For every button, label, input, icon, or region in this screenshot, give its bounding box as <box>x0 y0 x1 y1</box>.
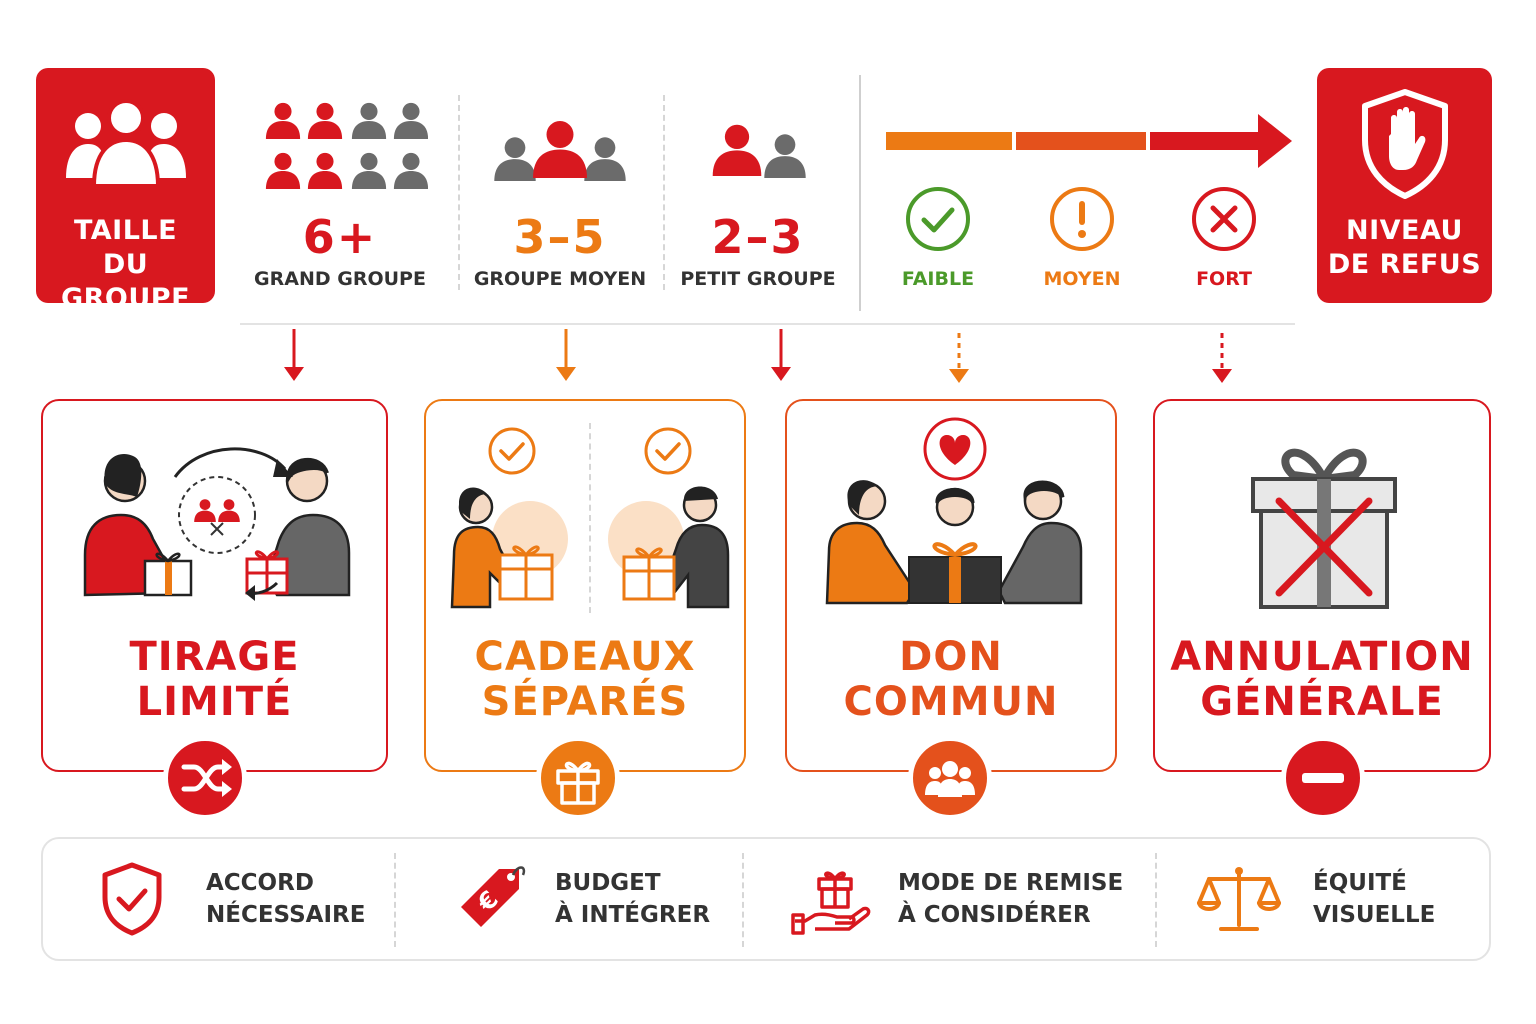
group-size-title-line2: DU GROUPE <box>60 249 191 314</box>
footer-divider <box>1155 853 1157 947</box>
gift-icon <box>556 761 600 805</box>
section-divider <box>859 75 861 311</box>
fairness-line2: VISUELLE <box>1313 902 1436 928</box>
footer-divider <box>742 853 744 947</box>
exclamation-circle-icon <box>1050 187 1114 251</box>
top-baseline <box>240 323 1295 325</box>
balance-scale-icon <box>1197 867 1281 931</box>
small-group-label: PETIT GROUPE <box>680 268 836 290</box>
card-limited-draw: TIRAGE LIMITÉ <box>41 399 388 772</box>
connector-arrows <box>284 329 1232 383</box>
delivery-mode-line2: À CONSIDÉRER <box>898 902 1091 928</box>
medium-group-number: 3–5 <box>513 210 607 264</box>
large-group-label: GRAND GROUPE <box>254 268 426 290</box>
refusal-level-medium: MOYEN <box>1043 268 1121 290</box>
refusal-level-box: NIVEAU DE REFUS <box>1317 68 1492 303</box>
separate-gifts-title-line2: SÉPARÉS <box>481 679 689 725</box>
small-group-icon <box>712 124 806 178</box>
shield-check-icon <box>102 862 162 936</box>
euro-tag-icon: € <box>461 866 526 927</box>
common-gift-title-line1: DON <box>899 634 1003 680</box>
card-common-gift: DON COMMUN <box>785 399 1117 772</box>
group-size-box: TAILLE DU GROUPE <box>36 68 215 314</box>
x-circle-icon <box>1192 187 1256 251</box>
agreement-line1: ACCORD <box>206 870 314 896</box>
card-split-divider <box>589 423 591 613</box>
refusal-level-high: FORT <box>1196 268 1252 290</box>
small-group-number: 2–3 <box>711 210 805 264</box>
footer-considerations: ACCORD NÉCESSAIRE € BUDGET À INTÉGRER MO… <box>41 837 1491 961</box>
refusal-level-title-line2: DE REFUS <box>1327 249 1482 280</box>
group-icon <box>66 99 186 186</box>
limited-draw-illustration <box>83 447 351 601</box>
cancelled-gift-illustration <box>1251 448 1397 609</box>
separate-gifts-illustration <box>450 427 730 609</box>
refusal-level-title-line1: NIVEAU <box>1346 215 1463 246</box>
minus-icon <box>1302 773 1344 783</box>
shuffle-badge <box>163 736 247 820</box>
footer-divider <box>394 853 396 947</box>
agreement-line2: NÉCESSAIRE <box>206 902 366 928</box>
card-separate-gifts: CADEAUX SÉPARÉS <box>424 399 746 772</box>
check-circle-icon <box>906 187 970 251</box>
common-gift-title-line2: COMMUN <box>843 679 1059 725</box>
gift-badge <box>536 736 620 820</box>
refusal-level-low: FAIBLE <box>901 268 975 290</box>
large-group-icon <box>265 102 428 189</box>
common-gift-illustration <box>825 417 1083 605</box>
budget-line1: BUDGET <box>555 870 661 896</box>
fairness-line1: ÉQUITÉ <box>1313 870 1407 896</box>
medium-group-label: GROUPE MOYEN <box>473 268 647 290</box>
refusal-scale-arrow <box>886 114 1292 168</box>
minus-badge <box>1281 736 1365 820</box>
shield-hand-icon <box>1362 89 1448 199</box>
large-group-number: 6+ <box>302 210 378 264</box>
general-cancellation-title-line1: ANNULATION <box>1170 634 1474 680</box>
group-size-title-line1: TAILLE <box>73 215 178 246</box>
limited-draw-title-line1: TIRAGE <box>129 634 300 680</box>
column-divider <box>663 95 665 290</box>
group-badge <box>908 736 992 820</box>
general-cancellation-title-line2: GÉNÉRALE <box>1200 679 1444 725</box>
separate-gifts-title-line1: CADEAUX <box>474 634 696 680</box>
card-general-cancellation: ANNULATION GÉNÉRALE <box>1153 399 1491 772</box>
column-divider <box>458 95 460 290</box>
delivery-mode-line1: MODE DE REMISE <box>898 870 1124 896</box>
medium-group-icon <box>494 121 626 181</box>
budget-line2: À INTÉGRER <box>555 902 711 928</box>
limited-draw-title-line2: LIMITÉ <box>136 679 293 725</box>
gift-hand-icon <box>791 871 871 935</box>
group-icon <box>925 761 975 797</box>
shuffle-icon <box>181 759 232 797</box>
